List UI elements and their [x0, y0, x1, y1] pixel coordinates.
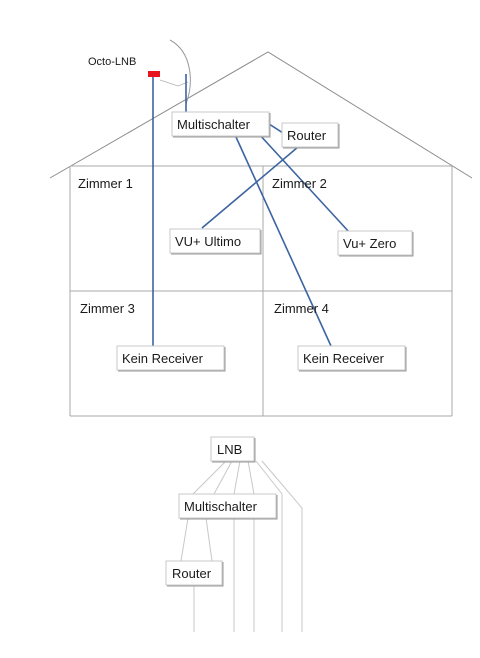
- bottom-router-box: Router: [165, 560, 224, 587]
- cable-router-to-ultimo: [201, 146, 299, 229]
- svg-text:Kein Receiver: Kein Receiver: [303, 351, 385, 366]
- svg-text:LNB: LNB: [217, 442, 242, 457]
- bottom-multischalter-box: Multischalter: [178, 493, 278, 520]
- room-label-3: Zimmer 3: [80, 301, 135, 316]
- router-box: Router: [281, 122, 340, 149]
- svg-text:Router: Router: [172, 566, 212, 581]
- bottom-cables: [180, 460, 303, 632]
- lnb-marker-icon: [148, 71, 160, 77]
- cable-multischalter-to-zero: [257, 132, 351, 234]
- lnb-label: Octo-LNB: [88, 56, 136, 68]
- receiver-none-room4-box: Kein Receiver: [297, 345, 407, 372]
- house-roof: [49, 51, 473, 179]
- svg-text:Kein Receiver: Kein Receiver: [122, 351, 204, 366]
- receiver-zero-box: Vu+ Zero: [337, 230, 414, 257]
- house-walls: [69, 165, 453, 417]
- cable-multischalter-to-room4: [235, 136, 332, 347]
- svg-text:Vu+ Zero: Vu+ Zero: [343, 236, 396, 251]
- svg-text:Router: Router: [287, 128, 327, 143]
- room-label-4: Zimmer 4: [274, 301, 329, 316]
- room-label-1: Zimmer 1: [78, 176, 133, 191]
- receiver-ultimo-box: VU+ Ultimo: [169, 228, 262, 255]
- multischalter-box: Multischalter: [171, 111, 271, 138]
- coax-cables: [152, 74, 351, 347]
- satellite-dish-icon: [169, 39, 191, 105]
- svg-text:VU+ Ultimo: VU+ Ultimo: [175, 234, 241, 249]
- svg-text:Multischalter: Multischalter: [177, 117, 251, 132]
- bottom-lnb-box: LNB: [210, 436, 256, 463]
- receiver-none-room3-box: Kein Receiver: [116, 345, 226, 372]
- svg-text:Multischalter: Multischalter: [184, 499, 258, 514]
- dish-arm: [159, 79, 189, 87]
- room-label-2: Zimmer 2: [272, 176, 327, 191]
